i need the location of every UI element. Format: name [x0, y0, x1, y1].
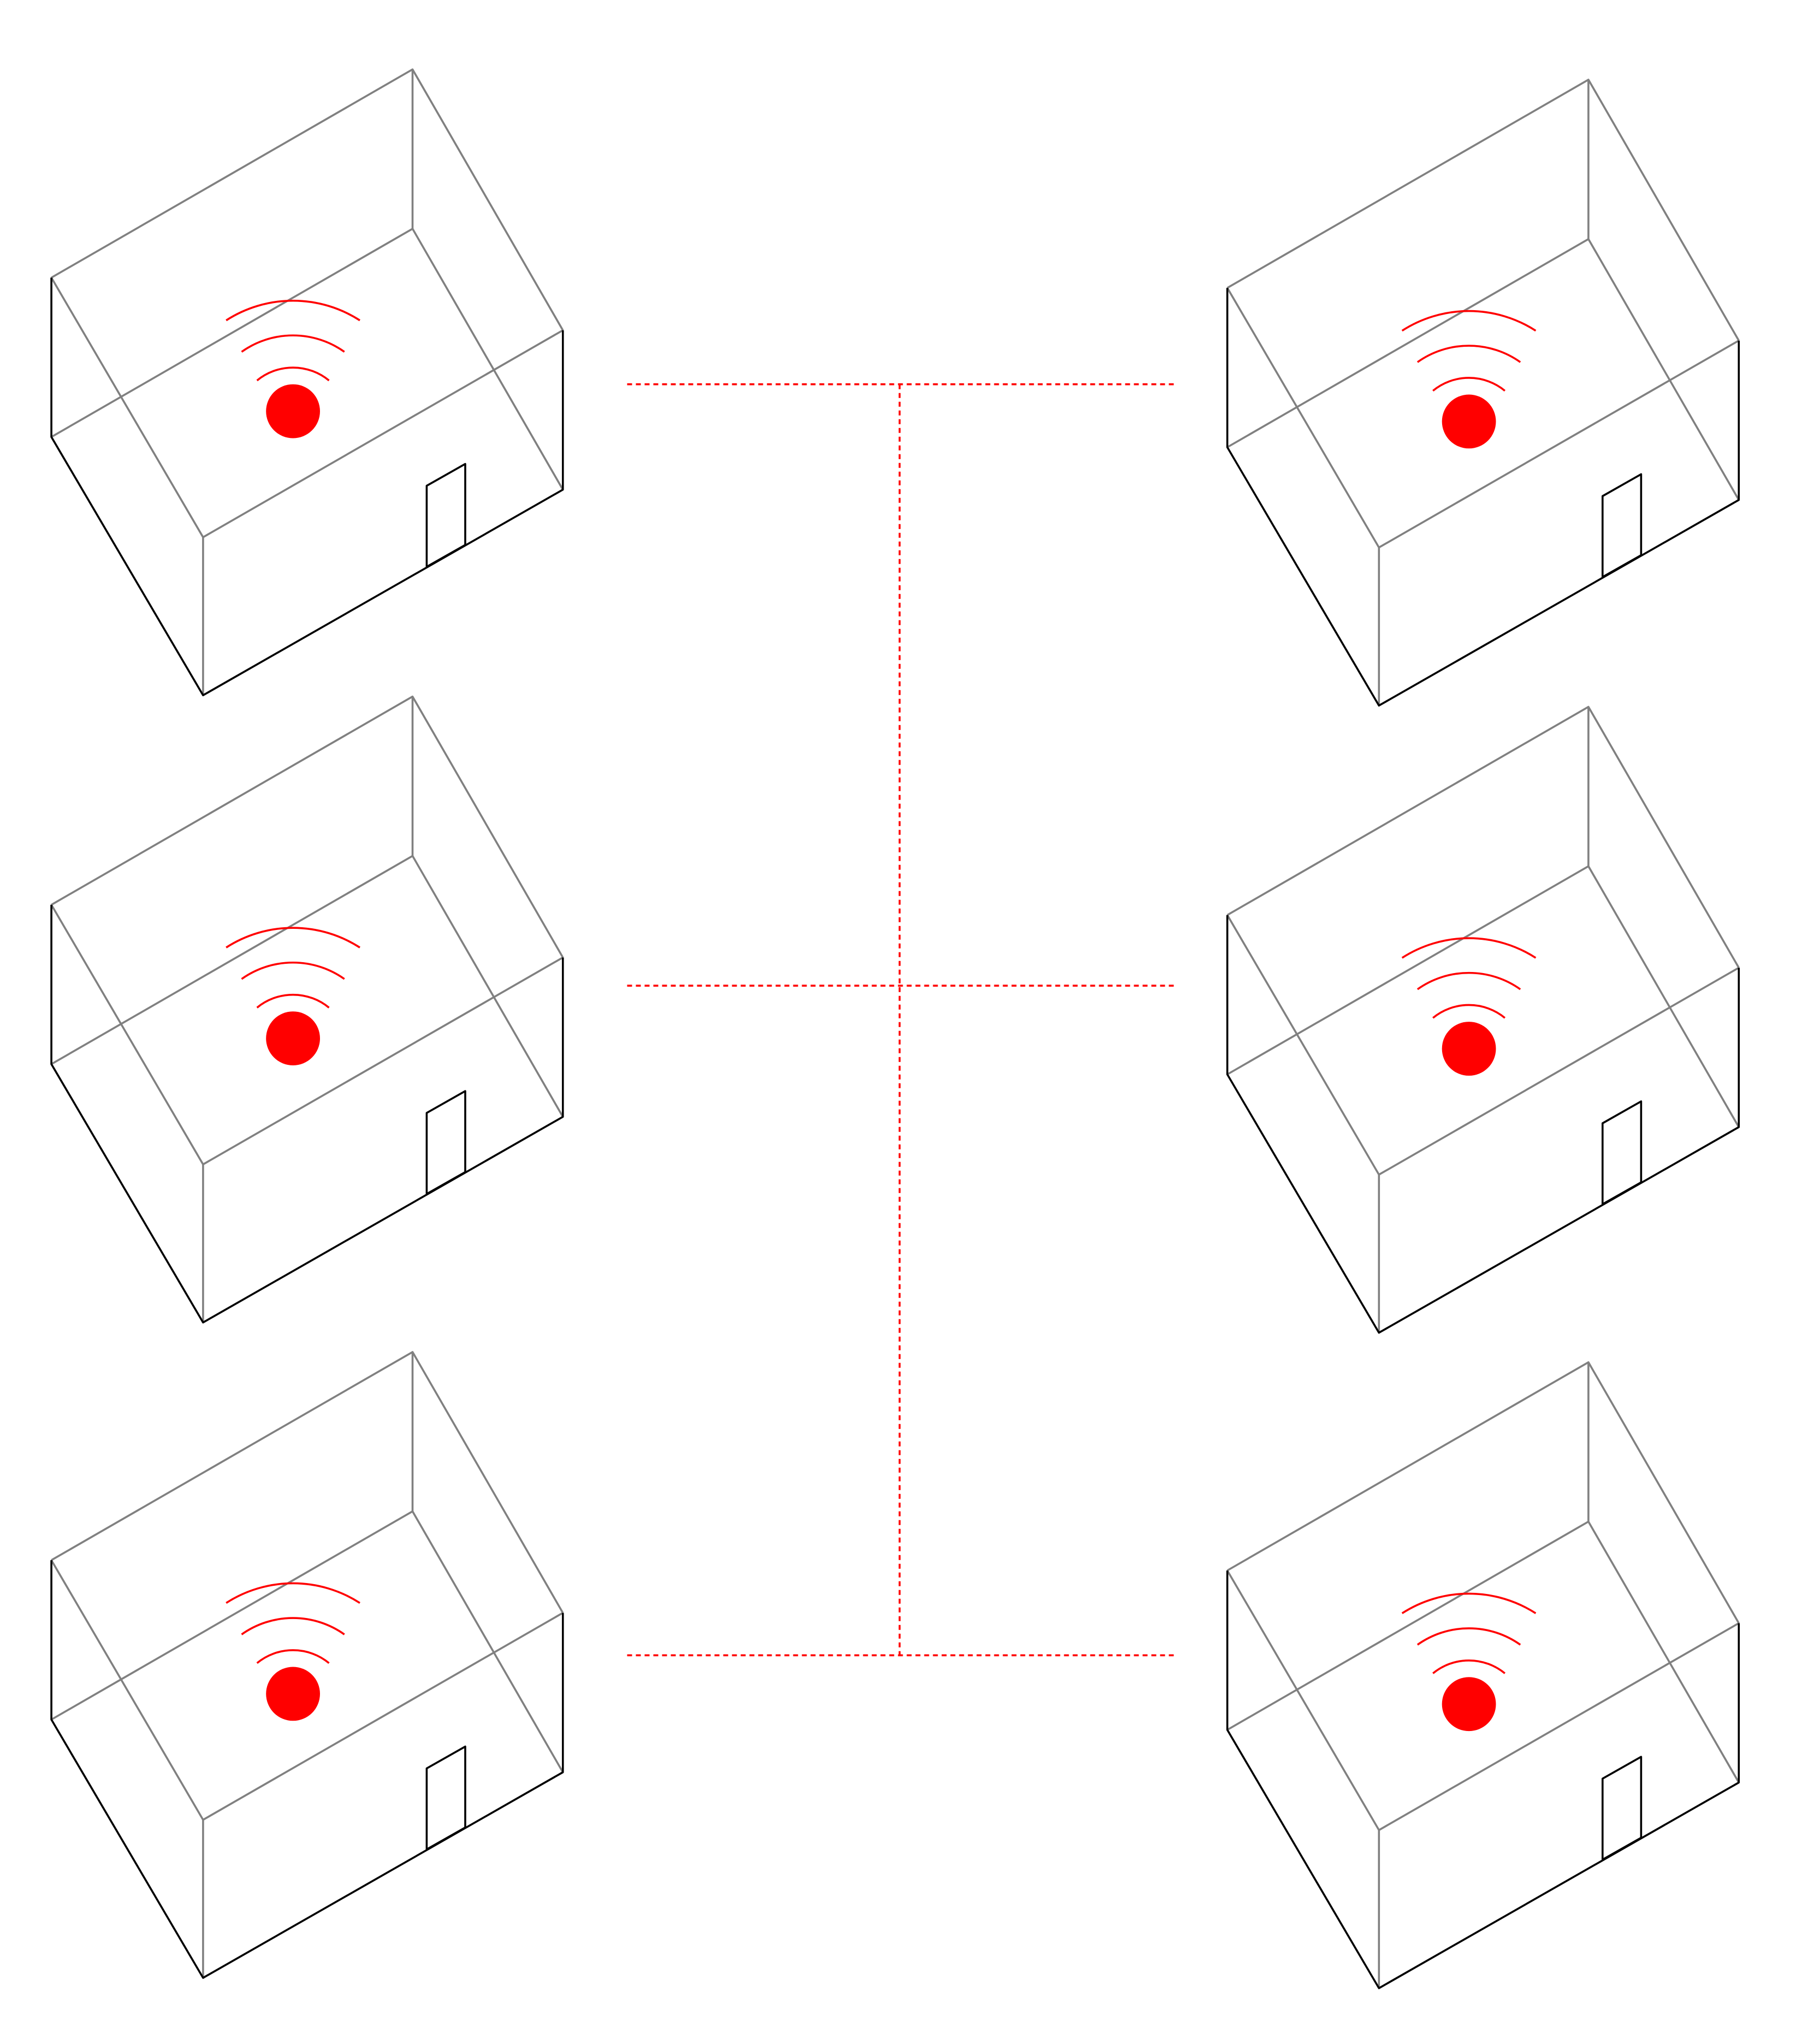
signal-wave	[1416, 345, 1521, 363]
door-icon	[1602, 1756, 1643, 1861]
building-edge	[51, 1510, 564, 1773]
wireless-signal-icon	[226, 1582, 360, 1721]
building-edge	[1226, 706, 1740, 969]
building-outline	[50, 1560, 564, 1979]
door-icon	[425, 1090, 466, 1195]
building-outline	[50, 277, 564, 696]
building-edge	[51, 68, 564, 331]
wireless-signal-icon	[1401, 937, 1537, 1076]
signal-wave	[1401, 310, 1537, 332]
signal-wave	[256, 993, 330, 1009]
building-edge	[51, 1351, 564, 1614]
signal-wave	[1432, 1659, 1506, 1674]
signal-wave	[241, 334, 345, 353]
building-outline	[50, 904, 564, 1324]
signal-wave	[241, 962, 345, 980]
door-icon	[1602, 473, 1643, 578]
wireless-signal-icon	[226, 927, 360, 1065]
building-edge	[51, 855, 564, 1118]
signal-wave	[256, 1649, 330, 1664]
building-outline	[1226, 915, 1740, 1334]
signal-wave	[1416, 971, 1521, 991]
wireless-signal-icon	[1401, 310, 1537, 449]
signal-source-dot	[1442, 1677, 1496, 1732]
building-edge	[1226, 1361, 1740, 1624]
signal-wave	[1432, 1004, 1506, 1019]
building-3	[50, 695, 564, 1324]
signal-source-dot	[266, 1667, 320, 1721]
signal-source-dot	[1442, 1022, 1496, 1076]
buildings-group	[50, 68, 1740, 1989]
wireless-signal-icon	[1401, 1592, 1537, 1732]
signal-source-dot	[266, 384, 320, 438]
wireless-signal-icon	[226, 299, 360, 438]
signal-wave	[1432, 377, 1506, 392]
signal-wave	[226, 299, 360, 322]
building-edge	[51, 228, 564, 490]
building-outline	[1226, 1570, 1740, 1989]
signal-source-dot	[1442, 394, 1496, 449]
door-icon	[1602, 1100, 1643, 1205]
signal-wave	[1401, 937, 1537, 959]
building-edge	[1226, 865, 1740, 1128]
signal-wave	[226, 1582, 360, 1604]
building-edge	[1226, 79, 1740, 341]
signal-wave	[1416, 1627, 1521, 1646]
door-icon	[425, 1745, 466, 1851]
building-4	[1226, 706, 1740, 1334]
building-2	[1226, 79, 1740, 707]
signal-wave	[1401, 1592, 1537, 1614]
signal-wave	[241, 1617, 345, 1635]
building-outline	[1226, 288, 1740, 707]
building-edge	[51, 695, 564, 958]
building-1	[50, 68, 564, 696]
signal-source-dot	[266, 1011, 320, 1065]
network-links	[627, 383, 1176, 1657]
signal-wave	[256, 366, 330, 382]
building-edge	[1226, 1520, 1740, 1783]
signal-wave	[226, 927, 360, 949]
building-edge	[1226, 238, 1740, 501]
building-5	[50, 1351, 564, 1979]
building-6	[1226, 1361, 1740, 1989]
door-icon	[425, 463, 466, 568]
